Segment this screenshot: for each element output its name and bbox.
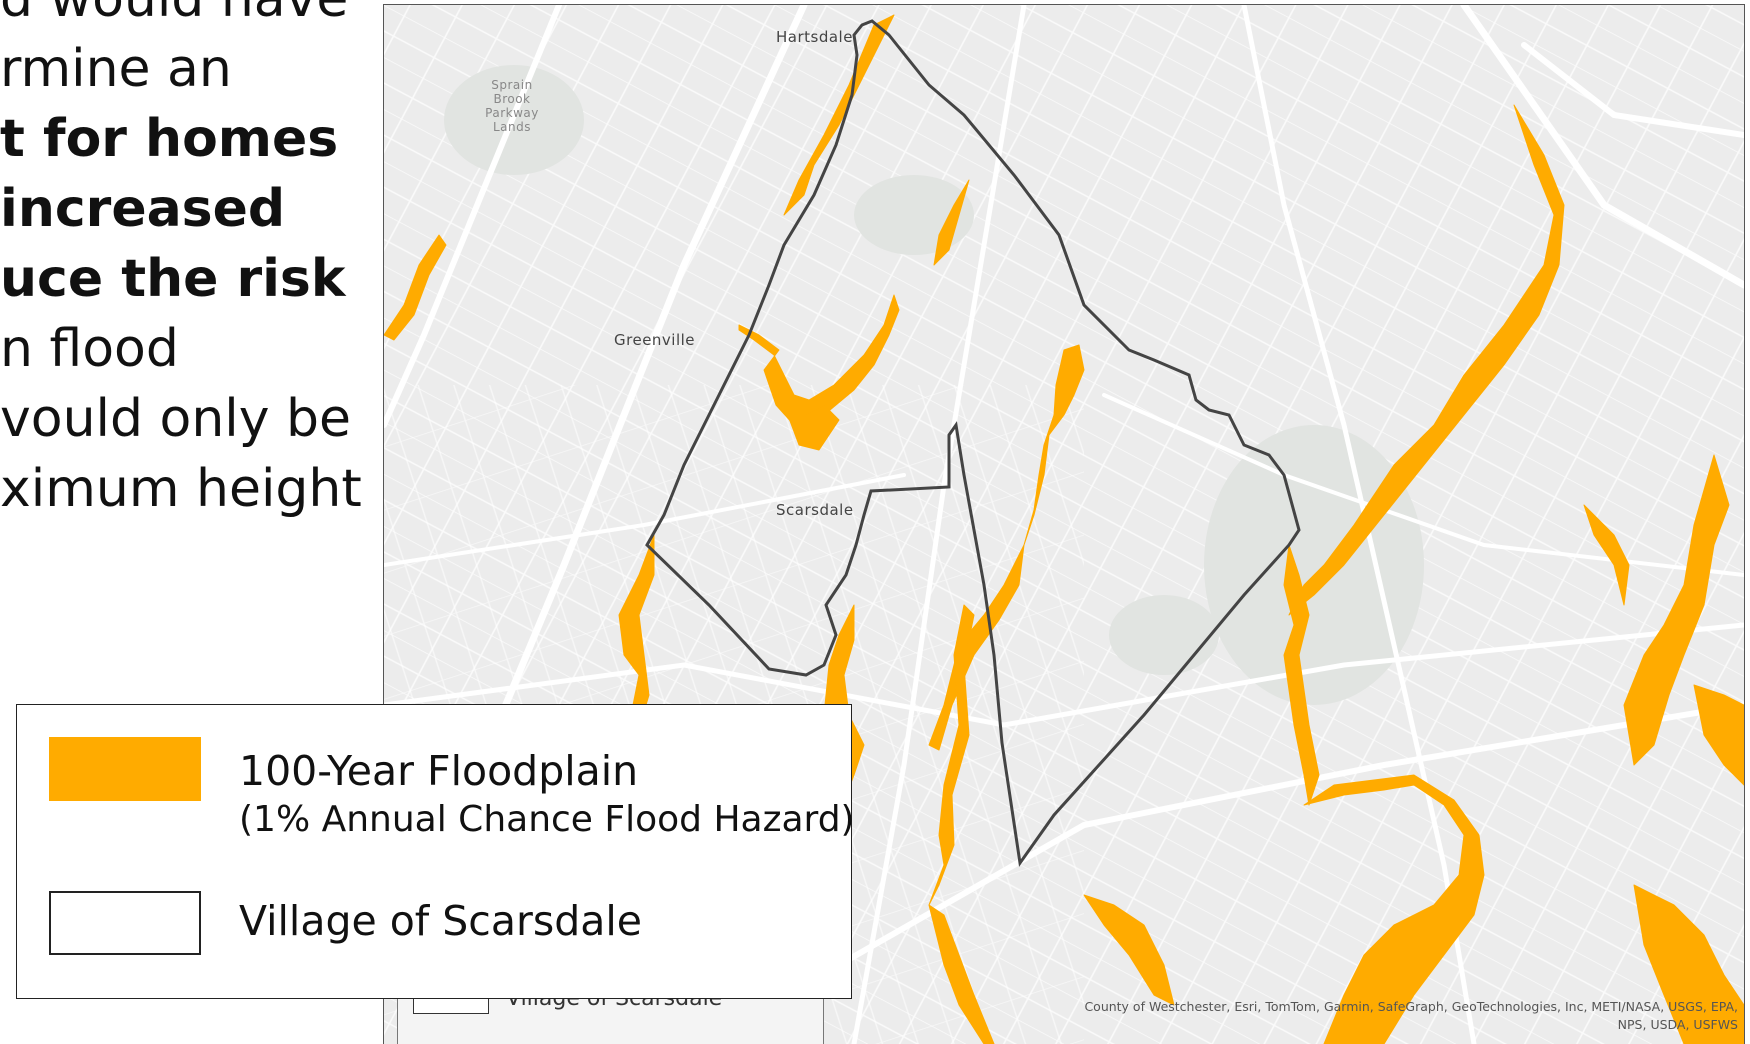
floodplain-area	[1583, 504, 1630, 606]
floodplain-area	[928, 904, 995, 1044]
boundary-label: Village of Scarsdale	[239, 897, 642, 945]
floodplain-area	[1623, 454, 1730, 766]
floodplain-area	[773, 364, 840, 451]
place-label-scarsdale: Scarsdale	[776, 501, 854, 519]
floodplain-label: 100-Year Floodplain	[239, 747, 639, 795]
slide-text-line: ximum height	[0, 459, 362, 519]
floodplain-map[interactable]: Hartsdale Sprain Brook Parkway Lands Gre…	[383, 4, 1745, 1044]
floodplain-area	[783, 14, 895, 216]
map-attribution: County of Westchester, Esri, TomTom, Gar…	[1084, 999, 1738, 1032]
slide-text-line: increased	[0, 179, 286, 239]
slide-text-line: uce the risk	[0, 249, 346, 309]
map-canvas	[384, 5, 1744, 1044]
floodplain-area	[384, 234, 447, 341]
floodplain-area	[1083, 894, 1175, 1006]
floodplain-area	[928, 604, 975, 906]
slide-text-line: n flood	[0, 319, 179, 379]
village-boundary	[645, 19, 1301, 867]
floodplain-area	[933, 179, 970, 266]
floodplain-area	[1283, 544, 1320, 806]
floodplain-sub-label: (1% Annual Chance Flood Hazard)	[239, 799, 855, 840]
place-label-hartsdale: Hartsdale	[776, 28, 853, 46]
slide-body-text: d would have rmine an t for homes increa…	[0, 0, 362, 524]
map-legend: 100-Year Floodplain (1% Annual Chance Fl…	[16, 704, 855, 999]
slide-text-line: t for homes	[0, 109, 339, 169]
slide-text-line: vould only be	[0, 389, 352, 449]
floodplain-area	[1693, 684, 1744, 786]
slide-text-line: rmine an	[0, 39, 232, 99]
floodplain-area	[1303, 774, 1485, 1044]
boundary-swatch	[49, 891, 201, 955]
place-label-greenville: Greenville	[614, 331, 696, 349]
floodplain-swatch	[49, 737, 201, 801]
floodplain-area	[1023, 344, 1085, 546]
floodplain-area	[1288, 104, 1565, 616]
floodplain-area	[738, 294, 900, 426]
floodplain-areas	[384, 14, 1744, 1044]
slide-text-line: d would have	[0, 0, 360, 34]
place-label-sprain-brook: Sprain Brook Parkway Lands	[485, 78, 539, 134]
floodplain-area	[1633, 884, 1744, 1044]
